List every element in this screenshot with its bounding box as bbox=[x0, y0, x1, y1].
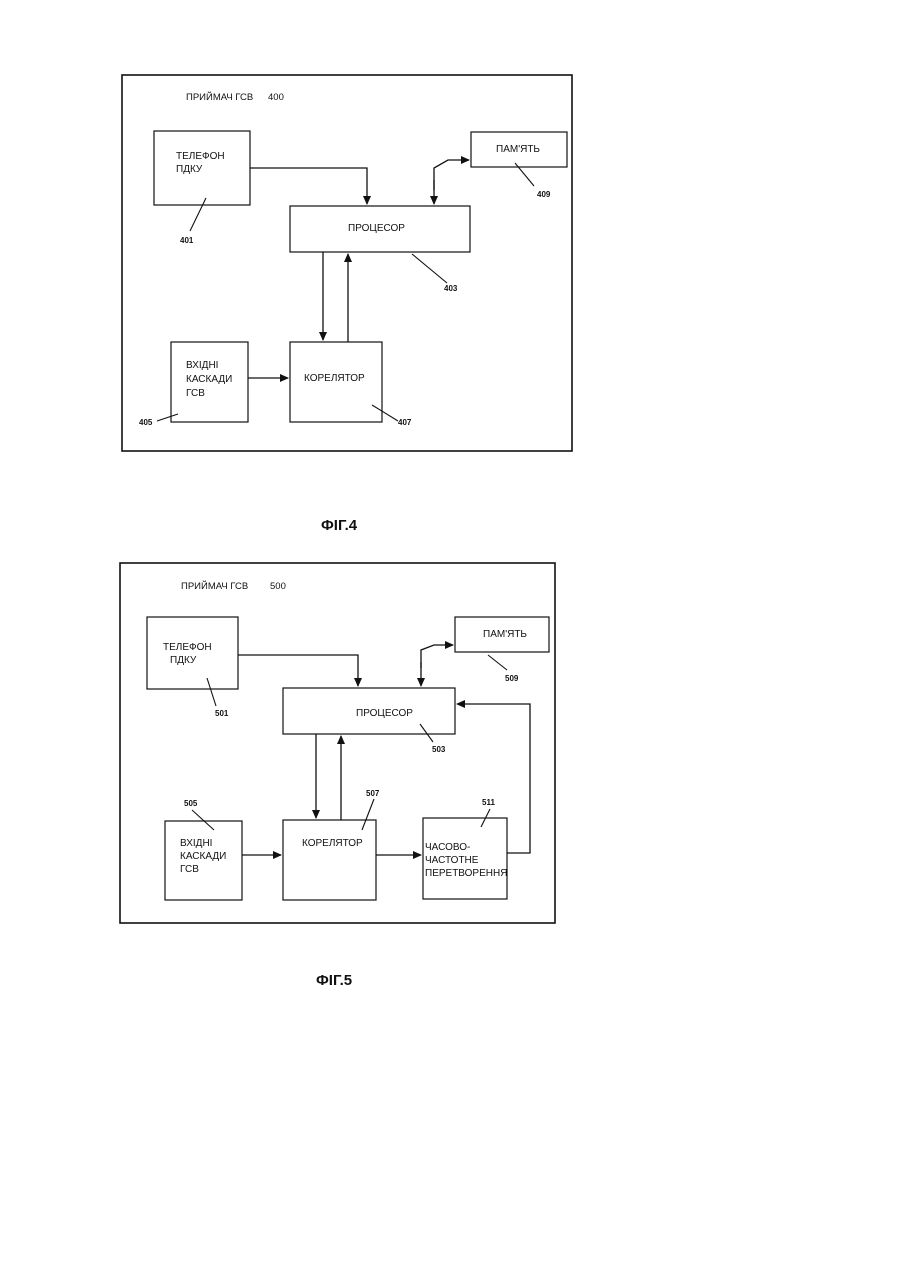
fig4-ref-409: 409 bbox=[537, 190, 551, 199]
fig4-ref-403: 403 bbox=[444, 284, 458, 293]
fig5-arrow-phone-to-processor bbox=[238, 655, 358, 686]
fig4-title: ПРИЙМАЧ ГСВ bbox=[186, 91, 253, 103]
fig5-correlator-block bbox=[283, 820, 376, 900]
fig5-correlator-label: КОРЕЛЯТОР bbox=[302, 838, 363, 849]
fig5-ref-511: 511 bbox=[482, 798, 495, 807]
fig5-caption: ФІГ.5 bbox=[316, 972, 352, 989]
fig4-processor-label: ПРОЦЕСОР bbox=[348, 223, 405, 234]
fig4-ref-401: 401 bbox=[180, 236, 194, 245]
fig5-leader-509 bbox=[488, 655, 507, 670]
fig5-title: ПРИЙМАЧ ГСВ bbox=[181, 580, 248, 592]
fig4-arrow-to-memory bbox=[434, 160, 469, 190]
fig4-caption: ФІГ.4 bbox=[321, 517, 358, 534]
fig5-ref-505: 505 bbox=[184, 799, 198, 808]
fig5-ref-509: 509 bbox=[505, 674, 519, 683]
fig5-arrow-to-memory bbox=[421, 645, 453, 668]
fig4-correlator-label: КОРЕЛЯТОР bbox=[304, 373, 365, 384]
fig5-title-ref: 500 bbox=[270, 581, 286, 592]
fig5-ref-507: 507 bbox=[366, 789, 380, 798]
figure-5: ПРИЙМАЧ ГСВ 500 ТЕЛЕФОН ПДКУ ПАМ'ЯТЬ ПРО… bbox=[120, 563, 555, 989]
fig5-ref-501: 501 bbox=[215, 709, 229, 718]
fig4-ref-407: 407 bbox=[398, 418, 412, 427]
fig4-leader-403 bbox=[412, 254, 447, 283]
fig5-processor-label: ПРОЦЕСОР bbox=[356, 708, 413, 719]
fig4-memory-label: ПАМ'ЯТЬ bbox=[496, 144, 540, 155]
fig4-ref-405: 405 bbox=[139, 418, 153, 427]
fig5-phone-block bbox=[147, 617, 238, 689]
fig5-ref-503: 503 bbox=[432, 745, 446, 754]
fig5-memory-label: ПАМ'ЯТЬ bbox=[483, 629, 527, 640]
figure-4: ПРИЙМАЧ ГСВ 400 ТЕЛЕФОН ПДКУ ПАМ'ЯТЬ ПРО… bbox=[122, 75, 572, 534]
fig4-arrow-phone-to-processor bbox=[250, 168, 367, 204]
fig4-title-ref: 400 bbox=[268, 92, 284, 103]
